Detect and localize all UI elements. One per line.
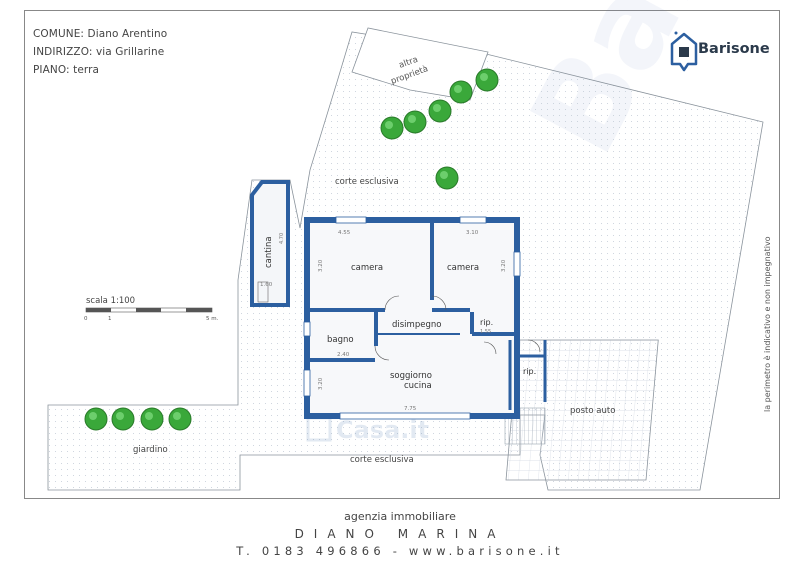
footer-agency: agenzia immobiliare	[344, 510, 456, 523]
tree-icon	[140, 407, 164, 431]
brand-name: Barisone	[698, 41, 770, 57]
drawing-frame	[24, 10, 780, 499]
tree-highlight	[454, 85, 462, 93]
camera1-width: 4.55	[338, 230, 351, 236]
tree-highlight	[433, 104, 441, 112]
giardino-label: giardino	[133, 445, 168, 455]
tree-icon	[403, 110, 427, 134]
svg-text:Casa.it: Casa.it	[336, 416, 429, 444]
tree-highlight	[408, 115, 416, 123]
stairs	[504, 407, 546, 445]
corte-esclusiva-top-label: corte esclusiva	[335, 177, 399, 187]
cucina-label: cucina	[404, 381, 432, 391]
tree-highlight	[385, 121, 393, 129]
soggiorno-height: 3.20	[318, 377, 324, 390]
house-outer-wall	[304, 217, 520, 419]
camera2-width: 3.10	[466, 230, 479, 236]
barisone-logo-icon	[670, 31, 698, 72]
camera2-height: 3.20	[501, 259, 507, 272]
tree-icon	[449, 80, 473, 104]
tree-icon	[111, 407, 135, 431]
cantina-dim: 1.60	[260, 282, 273, 288]
tree-icon	[168, 407, 192, 431]
camera1-label: camera	[351, 263, 383, 273]
camera2-label: camera	[447, 263, 479, 273]
tree-icon	[435, 166, 459, 190]
tree-icon	[428, 99, 452, 123]
scale-1: 1	[108, 316, 112, 322]
camera1-height: 3.20	[318, 259, 324, 272]
footer-city: DIANO MARINA	[294, 527, 506, 541]
footer-phone: T. 0183 496866 - www.barisone.it	[236, 544, 564, 558]
tree-icon	[84, 407, 108, 431]
tree-highlight	[173, 412, 181, 420]
soggiorno-width: 7.75	[404, 406, 417, 412]
scale-0: 0	[84, 316, 88, 322]
rip1-dim: 1.55	[480, 329, 491, 335]
cantina-walls	[250, 180, 290, 307]
cantina-label: cantina	[264, 236, 274, 268]
tree-highlight	[89, 412, 97, 420]
comune-label: COMUNE: Diano Arentino	[33, 28, 168, 40]
trees	[84, 68, 499, 431]
tree-icon	[380, 116, 404, 140]
tree-highlight	[480, 73, 488, 81]
side-note: la perimetro è indicativo e non impegnat…	[762, 236, 772, 412]
bagno-label: bagno	[327, 335, 354, 345]
corte-esclusiva-bottom-label: corte esclusiva	[350, 455, 414, 465]
tree-highlight	[440, 171, 448, 179]
casa-watermark: Casa.it	[306, 416, 429, 444]
cantina-dim-v: 4.70	[279, 233, 285, 244]
tree-highlight	[116, 412, 124, 420]
bagno-dim: 2.40	[337, 352, 350, 358]
tree-icon	[475, 68, 499, 92]
rip2-label: rip.	[523, 367, 536, 376]
scale-label: scala 1:100	[86, 296, 135, 306]
rip1-label: rip.	[480, 318, 493, 327]
soggiorno-label: soggiorno	[390, 371, 432, 381]
disimpegno-label: disimpegno	[392, 320, 441, 330]
tree-highlight	[145, 412, 153, 420]
indirizzo-label: INDIRIZZO: via Grillarine	[33, 46, 165, 58]
scale-5: 5 m.	[206, 316, 219, 322]
piano-label: PIANO: terra	[33, 64, 100, 76]
posto-auto-label: posto auto	[570, 406, 615, 416]
